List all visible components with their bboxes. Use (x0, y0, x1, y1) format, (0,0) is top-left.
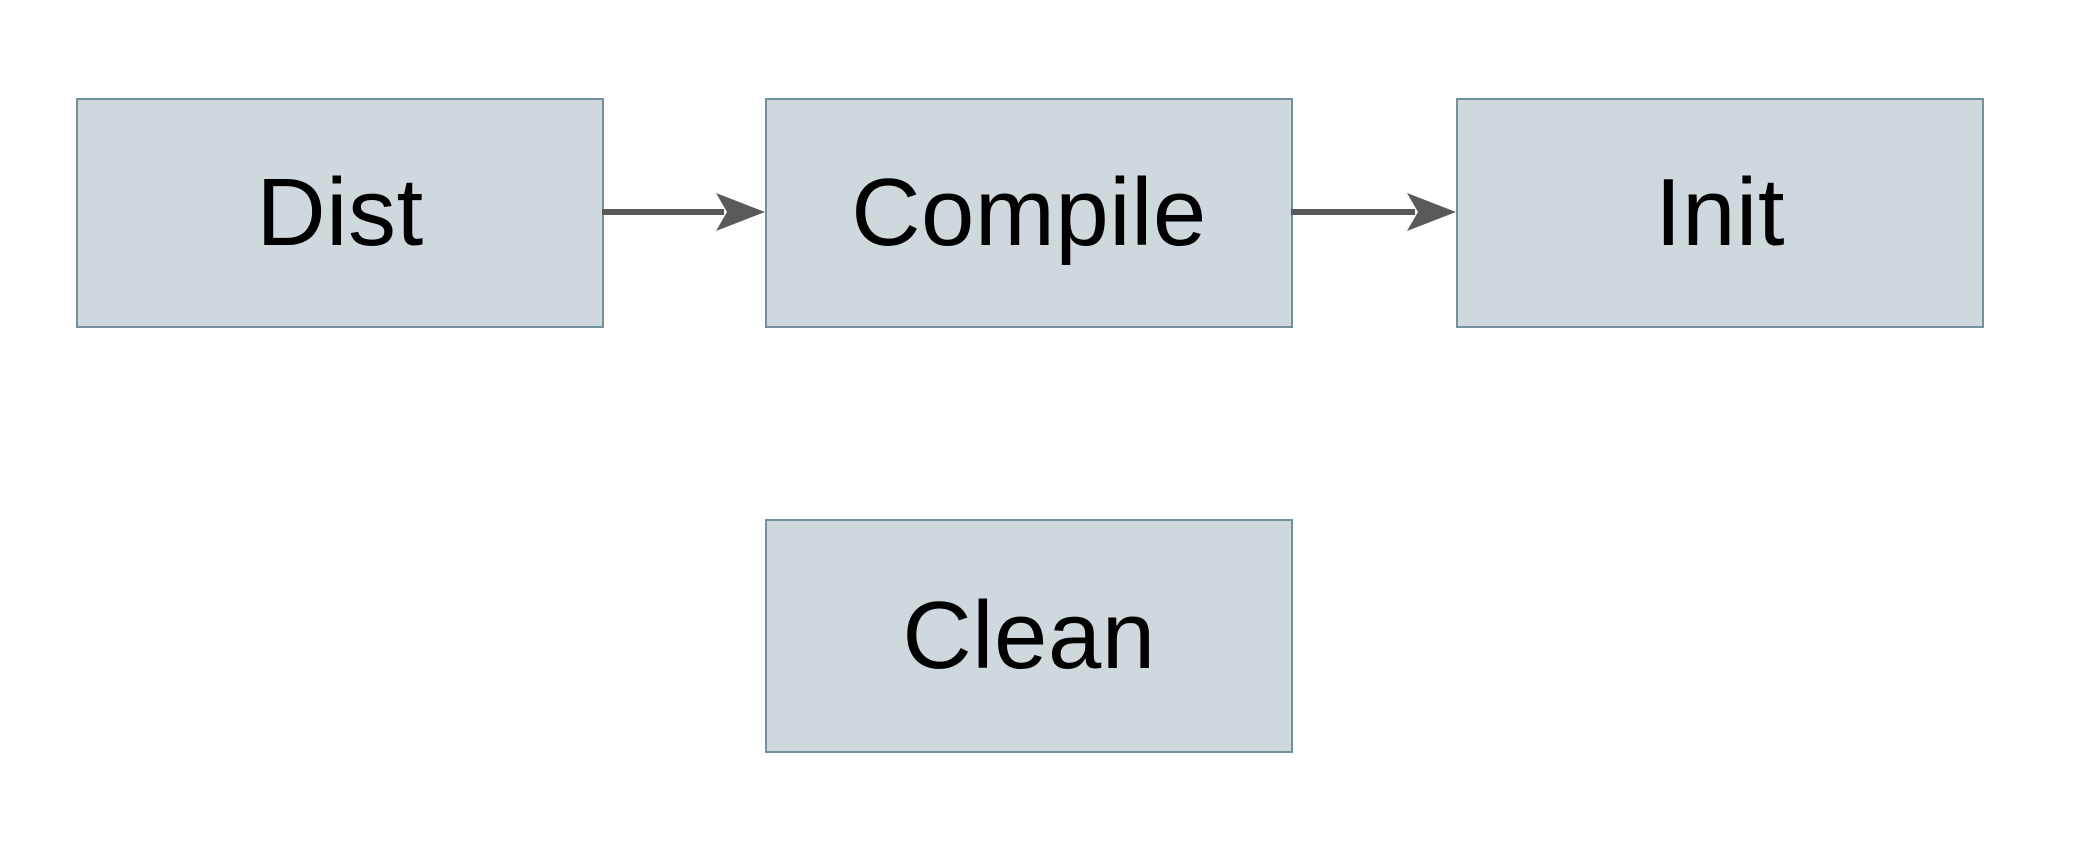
node-dist-label: Dist (256, 159, 424, 266)
node-init-label: Init (1654, 159, 1786, 266)
node-compile: Compile (765, 98, 1293, 328)
arrow-head-icon (1407, 193, 1456, 231)
node-dist: Dist (76, 98, 604, 328)
arrow-compile-to-init (1291, 193, 1456, 231)
arrow-dist-to-compile (602, 193, 765, 231)
node-init: Init (1456, 98, 1984, 328)
node-clean-label: Clean (902, 582, 1156, 689)
arrow-head-icon (716, 193, 765, 231)
node-clean: Clean (765, 519, 1293, 753)
node-compile-label: Compile (851, 159, 1207, 266)
